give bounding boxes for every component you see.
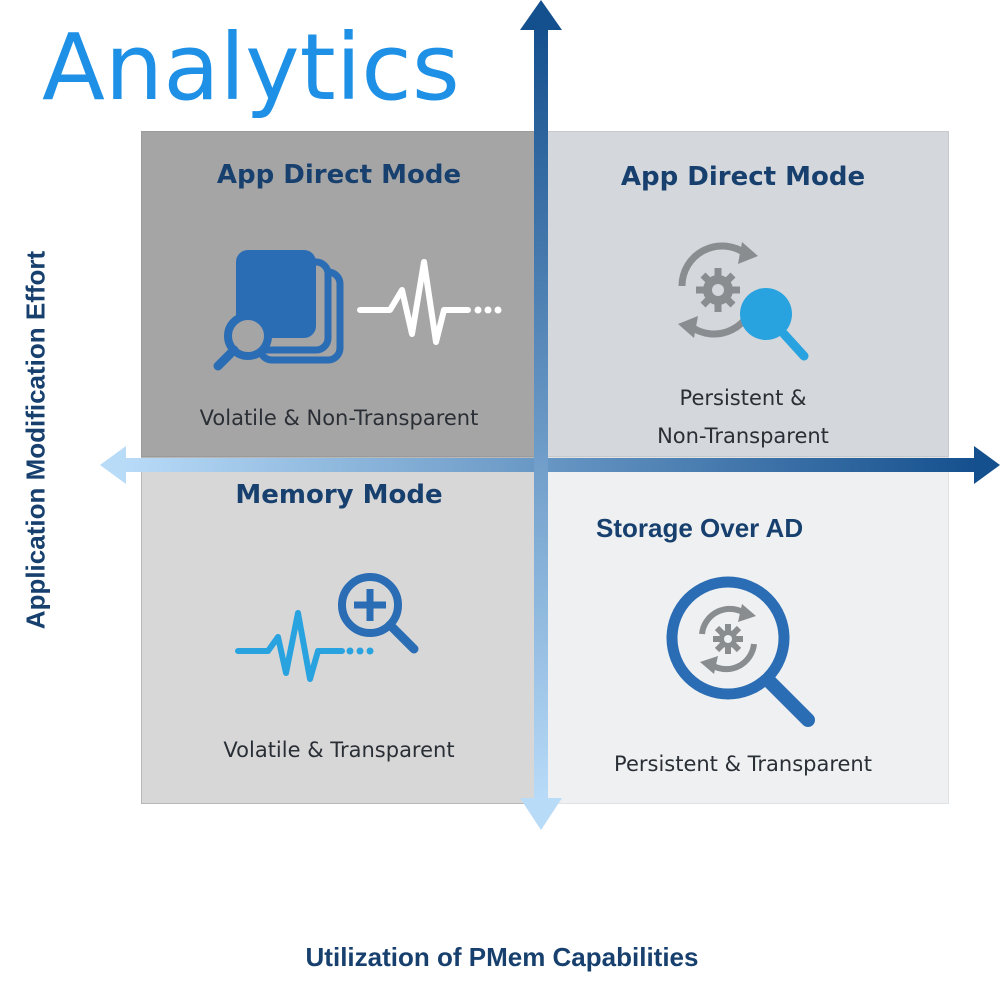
layered-search-pulse-icon bbox=[213, 250, 502, 371]
quadrant-title: App Direct Mode bbox=[216, 160, 462, 190]
quadrant-bottom-left: Memory Mode Volatile & Transparent bbox=[141, 457, 537, 804]
x-axis-arrow bbox=[100, 446, 1000, 484]
quadrant-subtitle: Persistent & Transparent bbox=[614, 752, 872, 776]
quadrant-subtitle: Volatile & Transparent bbox=[223, 738, 455, 762]
gear-cycle-search-icon bbox=[678, 242, 809, 361]
quadrant-title-storage-over-ad: Storage Over AD bbox=[596, 513, 804, 543]
magnifier-gear-cycle-icon bbox=[666, 576, 815, 727]
pulse-zoom-in-icon bbox=[235, 573, 419, 682]
quadrant-top-right: App Direct Mode Persistent & Non-Transpa… bbox=[537, 131, 949, 457]
y-axis-arrow bbox=[520, 0, 562, 830]
x-axis-label: Utilization of PMem Capabilities bbox=[305, 942, 699, 972]
quadrant-subtitle-line2: Non-Transparent bbox=[657, 424, 829, 448]
quadrant-subtitle-line1: Persistent & bbox=[679, 386, 807, 410]
quadrant-title: Memory Mode bbox=[235, 480, 443, 510]
quadrant-top-left: App Direct Mode Volatile & Non-Transpare… bbox=[141, 131, 537, 457]
page-title: Analytics bbox=[42, 14, 460, 121]
quadrant-bottom-right: Persistent & Transparent bbox=[537, 457, 949, 804]
y-axis-label: Application Modification Effort bbox=[20, 250, 51, 630]
quadrant-subtitle: Volatile & Non-Transparent bbox=[199, 406, 479, 430]
quadrant-title: App Direct Mode bbox=[620, 162, 866, 192]
